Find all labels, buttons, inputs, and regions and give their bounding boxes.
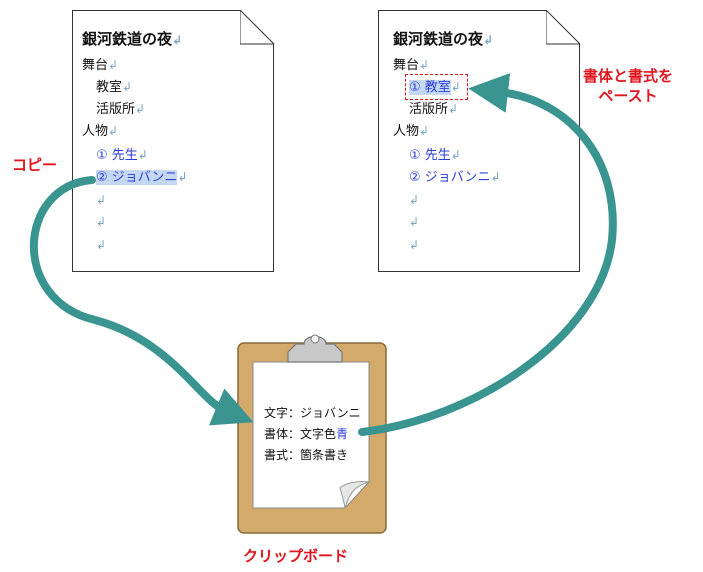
paste-arrow <box>358 73 617 436</box>
target-doc-empty-line-2: ↲ <box>409 215 420 229</box>
source-doc-item-giovanni: ② ジョバンニ↲ <box>96 170 188 185</box>
source-doc-line-classroom: 教室↲ <box>96 80 133 95</box>
source-doc-item-teacher: ① 先生↲ <box>96 148 148 163</box>
clipboard-text-font: 書体：文字色青 <box>264 427 349 441</box>
source-doc-line-printshop: 活版所↲ <box>96 102 146 117</box>
target-document <box>378 10 580 272</box>
source-document-fold <box>240 10 275 45</box>
copy-label: コピー <box>12 156 58 174</box>
target-doc-line-characters: 人物↲ <box>393 124 430 139</box>
source-doc-line-stage: 舞台↲ <box>82 58 119 73</box>
target-doc-item-teacher: ① 先生↲ <box>409 148 461 163</box>
target-doc-title: 銀河鉄道の夜↲ <box>393 30 494 48</box>
source-doc-line-characters: 人物↲ <box>82 124 119 139</box>
clipboard-text-characters: 文字：ジョバンニ <box>264 406 361 420</box>
target-doc-line-stage: 舞台↲ <box>393 58 430 73</box>
clipboard-text-format: 書式：箇条書き <box>264 448 349 462</box>
source-doc-empty-line-3: ↲ <box>96 238 107 252</box>
target-doc-line-printshop: 活版所↲ <box>409 102 459 117</box>
target-doc-pasted-item-classroom: ① 教室↲ <box>409 80 461 95</box>
target-doc-item-giovanni: ② ジョバンニ↲ <box>409 170 501 185</box>
source-document <box>72 10 274 272</box>
clipboard-paper-curl <box>339 481 370 509</box>
clipboard-clip-hole <box>310 334 320 344</box>
clipboard-label: クリップボード <box>243 547 349 565</box>
source-doc-title: 銀河鉄道の夜↲ <box>82 30 183 48</box>
source-doc-empty-line-1: ↲ <box>96 193 107 207</box>
target-doc-empty-line-3: ↲ <box>409 238 420 252</box>
clipboard-clip <box>287 335 343 363</box>
target-doc-empty-line-1: ↲ <box>409 193 420 207</box>
target-document-fold <box>546 10 581 45</box>
copy-arrow <box>29 176 254 426</box>
clipboard-paper <box>252 361 370 509</box>
paste-label: 書体と書式を ペースト <box>582 67 673 105</box>
source-doc-empty-line-2: ↲ <box>96 215 107 229</box>
pasted-item-dashed-box <box>405 74 468 100</box>
